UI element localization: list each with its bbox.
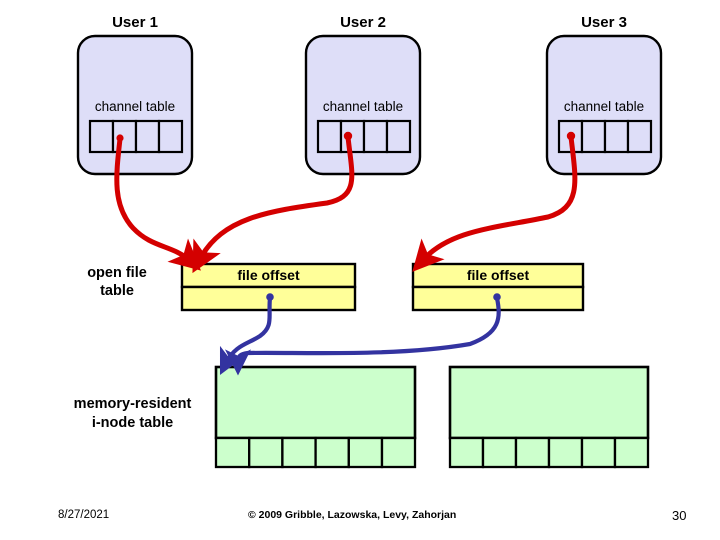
inode-block-1-cell-6: [380, 436, 417, 469]
red-arrow-user1-to-openfile1: [114, 134, 202, 271]
red-arrow-user3-to-openfile2: [412, 131, 578, 272]
red-arrow-user2-to-openfile1: [192, 131, 355, 274]
red-arrow-user3-path: [412, 136, 578, 272]
user-3-channel-table-cells: [557, 119, 653, 154]
user-2-channel-cell-3: [362, 119, 389, 154]
user-2-channel-table-cells: [316, 119, 412, 154]
user-1-title: User 1: [112, 14, 158, 31]
user-1-channel-table-cells: [88, 119, 184, 154]
inode-block-1-top: [214, 365, 417, 440]
user-3-channel-cell-2: [580, 119, 607, 154]
inode-block-1-cell-4: [314, 436, 350, 469]
inode-block-1-cell-2: [248, 436, 284, 469]
open-file-table-label-line2: table: [100, 283, 134, 299]
user-2-channel-cell-1: [316, 119, 343, 154]
inode-block-1-cell-3: [281, 436, 317, 469]
inode-block-2-cell-4: [547, 436, 584, 469]
user-box-3: [545, 34, 663, 176]
blue-arrow-openfile2-to-inode1: [224, 293, 501, 376]
user-box-1: [76, 34, 194, 176]
blue-arrow-openfile2-path: [224, 297, 501, 376]
inode-block-2-cell-6: [613, 436, 650, 469]
user-3-channel-cell-4: [626, 119, 653, 154]
footer-copyright: © 2009 Gribble, Lazowska, Levy, Zahorjan: [248, 509, 457, 521]
user-3-title: User 3: [581, 14, 627, 31]
red-arrow-user1-path: [114, 138, 202, 271]
inode-block-1: [214, 365, 417, 469]
user-3-channel-table-label: channel table: [563, 99, 645, 114]
open-file-entry-2-header-label: file offset: [466, 267, 530, 283]
footer-date: 8/27/2021: [58, 509, 110, 521]
inode-table-label-line1: memory-resident: [73, 396, 192, 412]
open-file-table-label-line1: open file: [87, 265, 147, 281]
open-file-entry-1-header-label: file offset: [237, 267, 300, 283]
inode-block-2-cell-2: [481, 436, 518, 469]
inode-block-2-cell-1: [448, 436, 485, 469]
inode-block-2: [448, 365, 650, 469]
user-2-channel-table-label: channel table: [322, 99, 404, 114]
user-1-channel-cell-4: [157, 119, 184, 154]
inode-table-label-line2: i-node table: [91, 415, 174, 431]
user-1-channel-table-label: channel table: [94, 99, 176, 114]
inode-block-2-cell-3: [514, 436, 551, 469]
user-box-2: [304, 34, 422, 176]
inode-block-1-cell-1: [214, 436, 251, 469]
user-1-channel-cell-2: [111, 119, 138, 154]
user-2-title: User 2: [340, 14, 386, 31]
inode-block-1-cell-5: [347, 436, 384, 469]
footer-page-number: 30: [672, 508, 687, 523]
red-arrow-user2-path: [192, 136, 355, 274]
user-1-channel-cell-1: [88, 119, 115, 154]
user-3-channel-cell-3: [603, 119, 630, 154]
inode-block-2-cell-5: [580, 436, 617, 469]
user-2-channel-cell-4: [385, 119, 412, 154]
inode-block-2-top: [448, 365, 650, 440]
user-1-channel-cell-3: [134, 119, 161, 154]
